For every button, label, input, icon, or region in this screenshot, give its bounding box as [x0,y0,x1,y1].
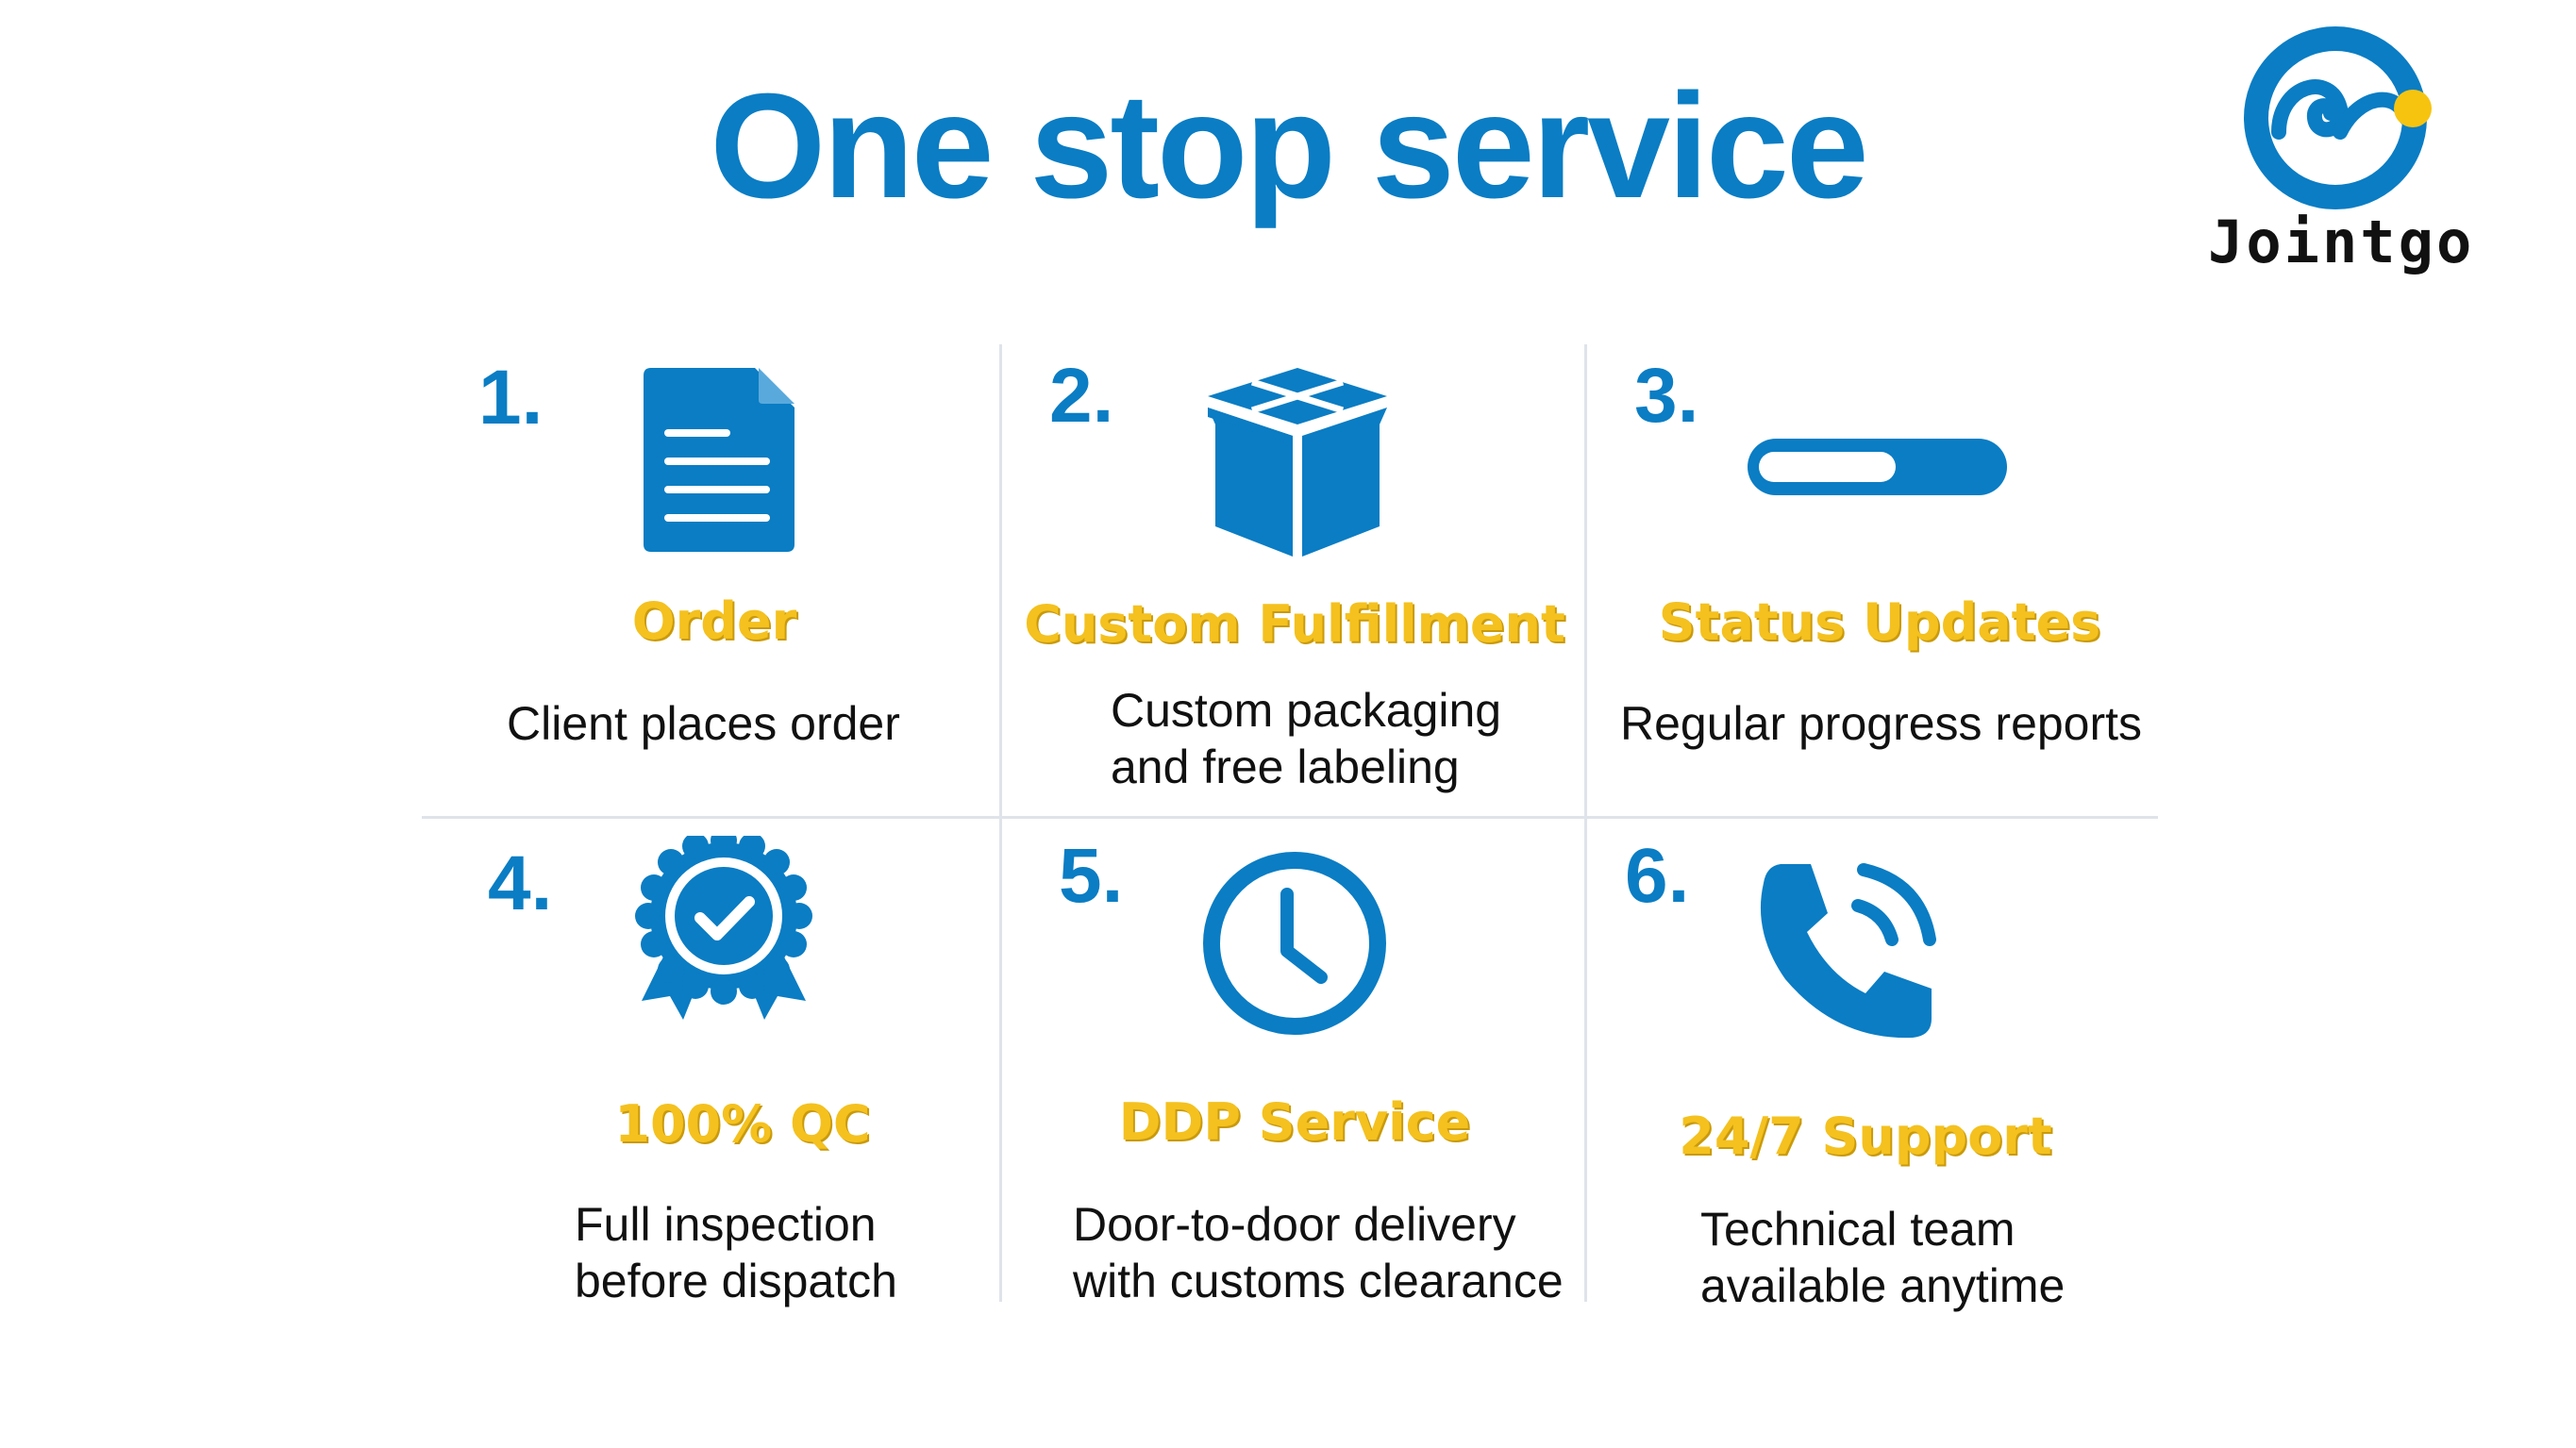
service-card-ddp-service: 5. DDP Service Door-to-door delivery wit… [1002,819,1587,1307]
grid-divider-horizontal [422,816,2158,819]
logo-wordmark: Jointgo [2208,208,2475,276]
service-card-support: 6. 24/7 Support Technical team available… [1587,819,2172,1312]
jointgo-logo-icon [2244,26,2432,209]
phone-icon [1760,863,1936,1039]
service-description: Client places order [507,697,900,750]
service-card-custom-fulfillment: 2. Custom Fulfillment Custom packaging a… [1002,344,1587,816]
service-number: 1. [478,355,544,441]
page-title: One stop service [710,63,1868,229]
service-label: DDP Service [1118,1092,1471,1152]
service-description: Technical team available anytime [1700,1203,2066,1312]
service-description: Custom packaging and free labeling [1111,684,1502,793]
service-description: Regular progress reports [1620,697,2143,750]
clock-icon [1203,852,1386,1035]
service-label: Custom Fulfillment [1024,594,1565,654]
service-label: Status Updates [1658,592,2101,652]
services-grid: 1. Order Client places order 2. Custom F… [422,344,2158,1312]
service-number: 4. [488,841,553,926]
quality-badge-icon [635,836,812,1020]
document-icon [644,368,795,552]
service-description: Door-to-door delivery with customs clear… [1073,1198,1564,1307]
grid-divider-vertical-1 [999,344,1002,1302]
service-card-status-updates: 3. Status Updates Regular progress repor… [1587,344,2172,816]
service-number: 3. [1634,353,1699,439]
service-description: Full inspection before dispatch [575,1198,897,1307]
service-number: 2. [1049,353,1114,439]
service-number: 6. [1625,833,1690,919]
service-label: 24/7 Support [1679,1107,2052,1166]
box-icon [1208,368,1387,557]
progress-bar-icon [1748,439,2007,495]
service-label: Order [631,591,797,651]
service-card-quality-control: 4. 100% QC Full inspection before dispat… [422,819,1007,1307]
company-logo: Jointgo [2208,19,2475,276]
service-card-order: 1. Order Client places order [422,344,1007,816]
grid-divider-vertical-2 [1584,344,1587,1302]
service-number: 5. [1059,833,1124,919]
service-label: 100% QC [614,1094,871,1154]
